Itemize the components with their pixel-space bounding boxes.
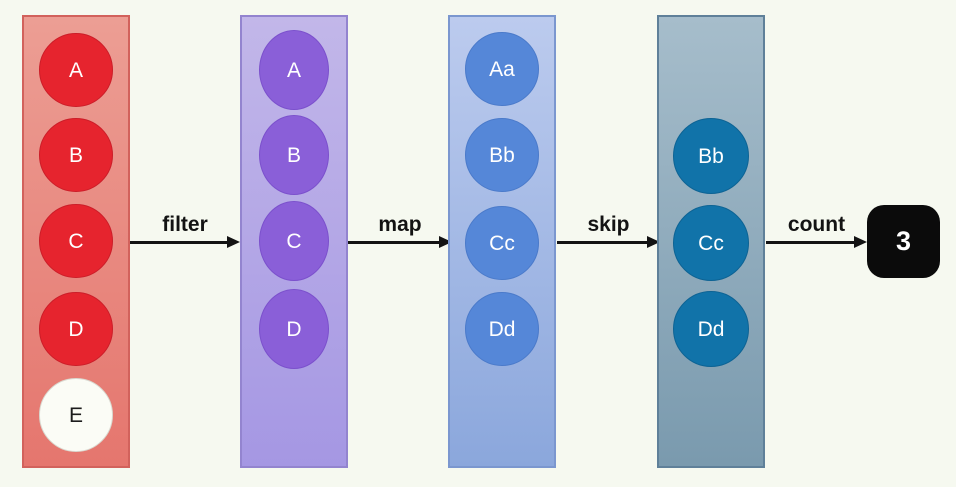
stream-item-filtered-out: E xyxy=(39,378,113,452)
stream-item-label: Dd xyxy=(488,317,516,341)
skip-arrow: skip xyxy=(557,213,660,248)
column-after-map: Aa Bb Cc Dd xyxy=(448,15,556,468)
stream-item-label: D xyxy=(286,317,302,341)
stream-item-label: Aa xyxy=(489,57,515,81)
count-operation-label: count xyxy=(787,213,846,236)
stream-item: C xyxy=(39,204,113,278)
stream-item-label: Bb xyxy=(698,144,724,168)
stream-item-label: Bb xyxy=(489,143,515,167)
stream-item-label: B xyxy=(68,143,83,167)
stream-item-label: A xyxy=(286,58,301,82)
stream-item: A xyxy=(39,33,113,107)
stream-item: Bb xyxy=(673,118,749,194)
arrowhead-icon xyxy=(854,236,867,248)
stream-item-label: B xyxy=(286,143,301,167)
count-arrow: count xyxy=(766,213,867,248)
stream-item: Aa xyxy=(465,32,539,106)
arrowhead-icon xyxy=(227,236,240,248)
stream-item: B xyxy=(259,115,329,195)
stream-item-label: Dd xyxy=(697,317,725,341)
filter-operation-label: filter xyxy=(162,213,208,236)
column-after-filter: A B C D xyxy=(240,15,348,468)
skip-operation-label: skip xyxy=(587,213,630,236)
stream-item: D xyxy=(39,292,113,366)
stream-item: Cc xyxy=(673,205,749,281)
count-result-value: 3 xyxy=(895,226,912,256)
arrow-shaft xyxy=(766,241,857,244)
arrow-shaft xyxy=(557,241,650,244)
stream-item: Bb xyxy=(465,118,539,192)
arrow-shaft xyxy=(130,241,230,244)
stream-item-label: C xyxy=(68,229,84,253)
map-operation-label: map xyxy=(378,213,422,236)
stream-item: Dd xyxy=(465,292,539,366)
column-source-stream: A B C D E xyxy=(22,15,130,468)
stream-item: Cc xyxy=(465,206,539,280)
map-arrow: map xyxy=(348,213,452,248)
stream-item-label: D xyxy=(68,317,84,341)
arrowhead-icon xyxy=(647,236,660,248)
arrow-shaft xyxy=(348,241,442,244)
stream-item-label: A xyxy=(68,58,83,82)
stream-item: D xyxy=(259,289,329,369)
stream-item: Dd xyxy=(673,291,749,367)
stream-item: C xyxy=(259,201,329,281)
count-result-box: 3 xyxy=(867,205,940,278)
column-after-skip: Bb Cc Dd xyxy=(657,15,765,468)
stream-item: A xyxy=(259,30,329,110)
stream-item-label: C xyxy=(286,229,302,253)
stream-item-label: Cc xyxy=(489,231,515,255)
stream-item-label: E xyxy=(68,403,83,427)
stream-item: B xyxy=(39,118,113,192)
stream-item-label: Cc xyxy=(698,231,724,255)
filter-arrow: filter xyxy=(130,213,240,248)
